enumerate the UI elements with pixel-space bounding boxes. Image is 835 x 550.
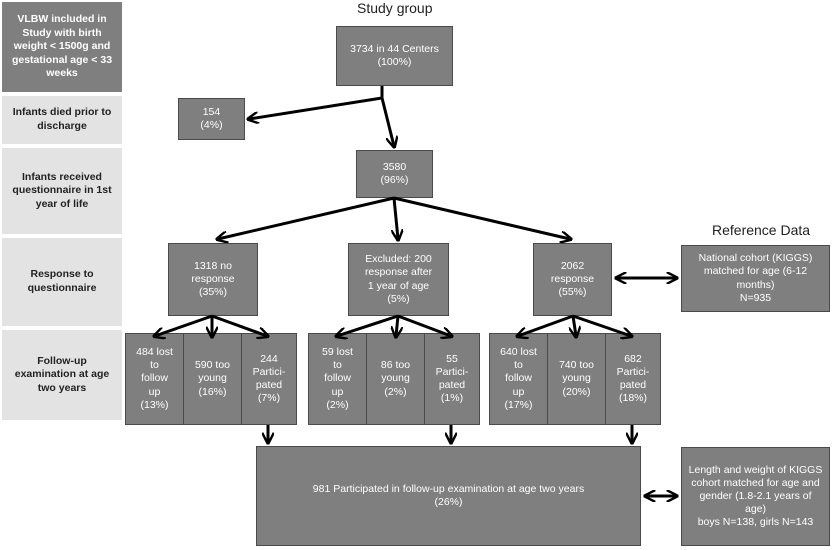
- arrow-r-young: [573, 315, 576, 336]
- arrow-ex-lost: [337, 314, 399, 336]
- arrow-nr-lost: [155, 314, 213, 336]
- questionnaire-label: Infants received questionnaire in 1st ye…: [2, 148, 122, 234]
- arrow-nr-part: [211, 314, 267, 336]
- ex-lost-box: 59 lost to follow up (2%): [308, 333, 367, 425]
- died-label: Infants died prior to discharge: [2, 96, 122, 144]
- response-box: 2062 response (55%): [533, 243, 612, 316]
- kiggs-length-weight-box: Length and weight of KIGGS cohort matche…: [681, 447, 830, 546]
- arrow-to-excluded: [394, 197, 398, 239]
- ex-young-box: 86 too young (2%): [366, 333, 425, 425]
- inclusion-criteria-label: VLBW included in Study with birth weight…: [2, 2, 122, 92]
- arrow-r-lost: [518, 314, 574, 336]
- arrow-ex-part: [397, 314, 451, 336]
- national-cohort-box: National cohort (KIGGS) matched for age …: [681, 245, 830, 312]
- arrow-to-died: [249, 86, 384, 119]
- combined-participated-box: 981 Participated in follow-up examinatio…: [256, 446, 641, 546]
- study-group-title: Study group: [357, 0, 433, 16]
- arrow-ex-young: [396, 315, 398, 336]
- arrow-to-response: [393, 196, 570, 239]
- arrow-to-received: [380, 97, 394, 146]
- nr-lost-box: 484 lost to follow up (13%): [125, 333, 184, 425]
- died-box: 154 (4%): [178, 98, 245, 140]
- followup-label: Follow-up examination at age two years: [2, 330, 122, 420]
- nr-part-box: 244 Partici- pated (7%): [241, 333, 297, 425]
- arrow-r-part: [572, 314, 631, 336]
- excluded-box: Excluded: 200 response after 1 year of a…: [348, 243, 449, 316]
- response-label: Response to questionnaire: [2, 238, 122, 326]
- arrow-to-no-response: [218, 196, 395, 239]
- r-part-box: 682 Partici- pated (18%): [605, 333, 661, 425]
- total-box: 3734 in 44 Centers (100%): [336, 26, 453, 86]
- r-young-box: 740 too young (20%): [547, 333, 606, 425]
- ex-part-box: 55 Partici- pated (1%): [424, 333, 480, 425]
- reference-data-title: Reference Data: [712, 222, 811, 238]
